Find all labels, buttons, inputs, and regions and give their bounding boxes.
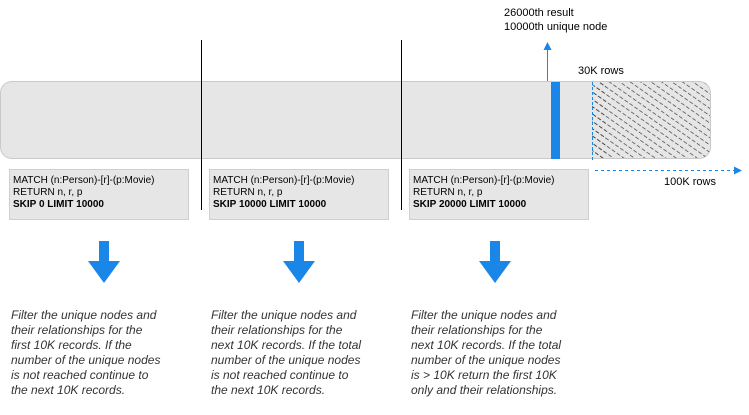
description-3-line: Filter the unique nodes and — [411, 308, 557, 322]
description-2-line: number of the unique nodes — [211, 353, 361, 367]
result-marker — [551, 82, 560, 159]
query-box-3: MATCH (n:Person)-[r]-(p:Movie) RETURN n,… — [409, 169, 589, 220]
description-2-line: the next 10K records. — [211, 383, 326, 397]
description-3-line: next 10K records. If the total — [411, 338, 562, 352]
query-2-return: RETURN n, r, p — [213, 187, 283, 198]
description-1-line: first 10K records. If the — [11, 338, 132, 352]
description-1-line: Filter the unique nodes and — [11, 308, 157, 322]
description-3-line: is > 10K return the first 10K — [411, 368, 557, 382]
query-box-2: MATCH (n:Person)-[r]-(p:Movie) RETURN n,… — [209, 169, 389, 220]
description-1: Filter the unique nodes and their relati… — [11, 308, 196, 398]
query-3-match: MATCH (n:Person)-[r]-(p:Movie) — [413, 175, 555, 186]
query-box-1: MATCH (n:Person)-[r]-(p:Movie) RETURN n,… — [9, 169, 189, 220]
query-2-skip-limit: SKIP 10000 LIMIT 10000 — [213, 199, 327, 210]
rows-100k-label: 100K rows — [664, 176, 716, 188]
description-1-line: the next 10K records. — [11, 383, 126, 397]
query-3-skip-limit: SKIP 20000 LIMIT 10000 — [413, 199, 527, 210]
query-1-return: RETURN n, r, p — [13, 187, 83, 198]
description-2-line: is not reached continue to — [211, 368, 349, 382]
description-2-line: next 10K records. If the total — [211, 338, 362, 352]
down-arrow-1 — [88, 241, 120, 283]
description-2-line: Filter the unique nodes and — [211, 308, 357, 322]
down-arrow-3 — [479, 241, 511, 283]
description-3-line: only and their relationships. — [411, 383, 558, 397]
down-arrow-2 — [283, 241, 315, 283]
description-3: Filter the unique nodes and their relati… — [411, 308, 596, 398]
description-1-line: number of the unique nodes — [11, 353, 161, 367]
description-1-line: their relationships for the — [11, 323, 143, 337]
description-1-line: is not reached continue to — [11, 368, 149, 382]
query-1-match: MATCH (n:Person)-[r]-(p:Movie) — [13, 175, 155, 186]
description-3-line: number of the unique nodes — [411, 353, 561, 367]
result-annotation: 26000th result 10000th unique node — [504, 6, 607, 34]
marker-up-arrow-head — [543, 42, 552, 50]
query-1-skip-limit: SKIP 0 LIMIT 10000 — [13, 199, 104, 210]
hatched-30k-region — [592, 82, 710, 158]
description-2-line: their relationships for the — [211, 323, 343, 337]
result-annotation-line2: 10000th unique node — [504, 21, 608, 33]
result-annotation-line1: 26000th result — [504, 7, 574, 19]
description-2: Filter the unique nodes and their relati… — [211, 308, 396, 398]
rows-100k-arrow-head — [734, 166, 742, 175]
description-3-line: their relationships for the — [411, 323, 543, 337]
query-3-return: RETURN n, r, p — [413, 187, 483, 198]
rows-30k-label: 30K rows — [578, 65, 624, 77]
query-2-match: MATCH (n:Person)-[r]-(p:Movie) — [213, 175, 355, 186]
